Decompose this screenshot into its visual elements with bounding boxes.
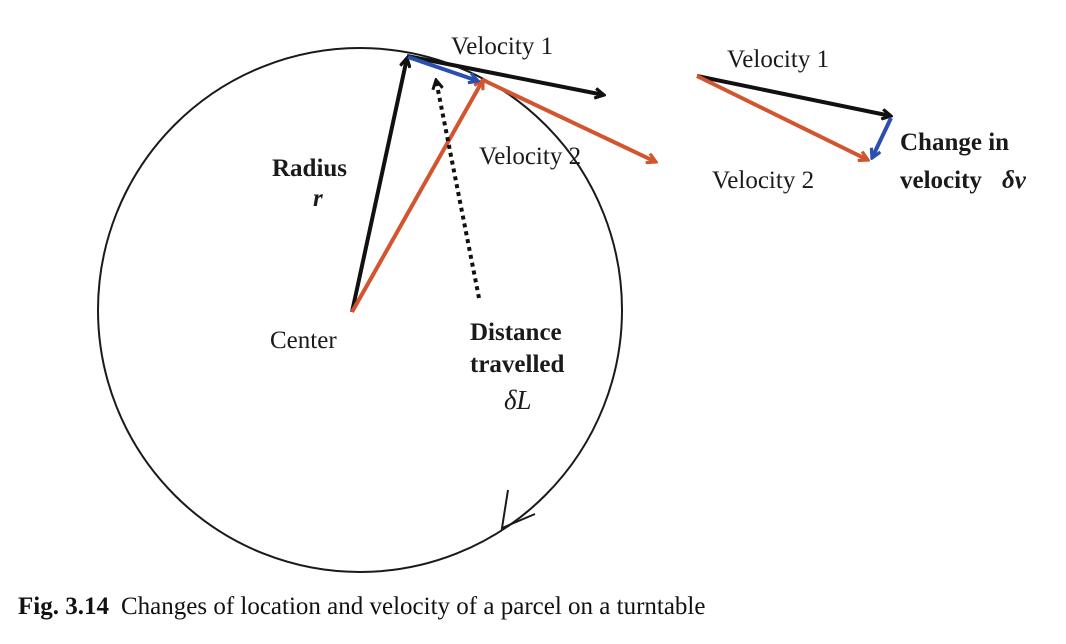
velocity-1-arrow xyxy=(406,54,604,95)
velocity-2-right-label: Velocity 2 xyxy=(712,167,814,194)
velocity-2-label: Velocity 2 xyxy=(479,143,581,170)
velocity-2-triangle-arrow xyxy=(696,74,868,160)
figure-caption: Fig. 3.14 Changes of location and velocit… xyxy=(18,593,705,621)
center-label: Center xyxy=(270,327,337,354)
rotation-direction-icon xyxy=(500,489,536,530)
turntable-diagram: Velocity 1 Velocity 2 Radius r Center Di… xyxy=(97,33,1027,573)
distance-label-line1: Distance xyxy=(470,319,562,346)
velocity-1-right-label: Velocity 1 xyxy=(727,46,829,73)
change-in-velocity-label-line2: velocity xyxy=(900,167,982,194)
velocity-1-triangle-arrow xyxy=(696,74,891,116)
caption-text: Changes of location and velocity of a pa… xyxy=(120,593,706,620)
distance-label-line2: travelled xyxy=(470,351,565,378)
figure-number: Fig. 3.14 xyxy=(18,593,109,620)
radius-vector-2 xyxy=(350,80,485,313)
change-in-velocity-label-line1: Change in xyxy=(900,129,1009,156)
displacement-arrow xyxy=(407,55,478,81)
radius-symbol: r xyxy=(313,185,323,212)
change-in-velocity-arrow xyxy=(872,117,893,158)
velocity-2-arrow xyxy=(482,78,656,162)
distance-travelled-pointer xyxy=(436,80,481,299)
distance-symbol: δL xyxy=(504,385,532,415)
radius-label: Radius xyxy=(272,155,347,182)
velocity-1-label: Velocity 1 xyxy=(451,33,553,60)
radius-vector-1 xyxy=(350,58,407,313)
turntable-circle xyxy=(97,47,623,573)
change-in-velocity-symbol: δv xyxy=(1002,167,1027,194)
